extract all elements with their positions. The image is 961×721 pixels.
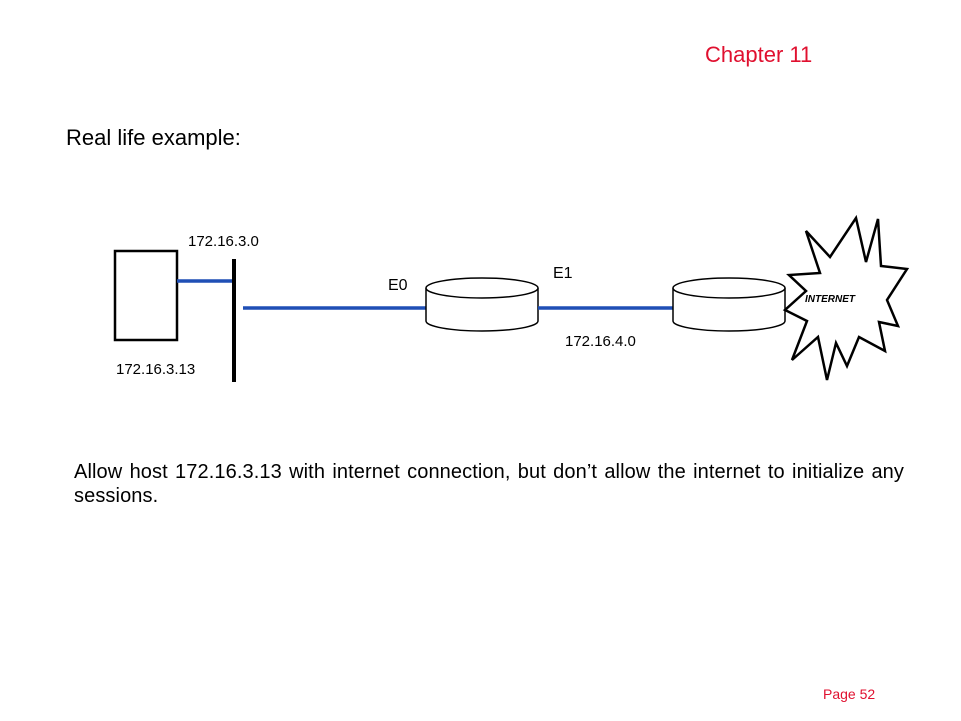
router-2 xyxy=(672,277,786,332)
intro-heading: Real life example: xyxy=(66,125,241,150)
wan-subnet-label: 172.16.4.0 xyxy=(565,333,636,350)
host-pc xyxy=(113,249,179,342)
e1-label: E1 xyxy=(553,265,573,282)
lan-subnet-label: 172.16.3.0 xyxy=(188,233,259,250)
internet-label: INTERNET xyxy=(805,294,856,305)
host-ip-label: 172.16.3.13 xyxy=(116,361,195,378)
router-1 xyxy=(425,277,539,332)
page-number: Page 52 xyxy=(823,686,876,702)
chapter-title: Chapter 11 xyxy=(705,42,813,67)
internet-cloud xyxy=(782,214,910,381)
exercise-description: Allow host 172.16.3.13 with internet con… xyxy=(74,461,904,507)
e0-label: E0 xyxy=(388,277,408,294)
